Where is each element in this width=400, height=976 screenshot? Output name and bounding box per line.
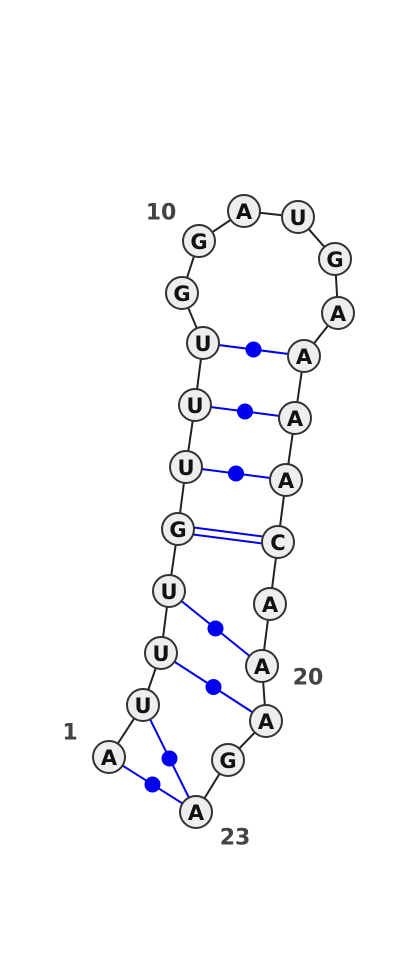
nucleotide-circle — [144, 636, 178, 670]
nucleotide-circle — [169, 450, 203, 484]
nucleotide-letter: U — [177, 456, 194, 480]
nucleotide-16: A — [278, 401, 312, 435]
nucleotide-letter: A — [254, 655, 271, 679]
nucleotide-14: A — [321, 296, 355, 330]
wobble-pair-dot — [245, 341, 262, 358]
nucleotide-letter: A — [188, 801, 205, 825]
nucleotide-letter: A — [287, 407, 304, 431]
nucleotide-circle — [186, 326, 220, 360]
nucleotide-letter: U — [160, 580, 177, 604]
nucleotide-circle — [318, 242, 352, 276]
nucleotide-circle — [179, 795, 213, 829]
nucleotide-circle — [178, 388, 212, 422]
nucleotide-15: A — [287, 339, 321, 373]
nucleotide-10: G — [182, 224, 216, 258]
position-label-23: 23 — [220, 826, 251, 851]
nucleotide-circle — [245, 649, 279, 683]
wobble-pair-dot — [207, 620, 224, 637]
nucleotide-circle — [165, 276, 199, 310]
nucleotide-letter: A — [101, 746, 118, 770]
nucleotide-letter: U — [194, 332, 211, 356]
nucleotide-18: C — [261, 525, 295, 559]
nucleotide-circle — [287, 339, 321, 373]
nucleotide-21: A — [249, 704, 283, 738]
base-pair-2-23 — [142, 704, 197, 813]
base-pair-5-18 — [177, 524, 279, 547]
nucleotide-circle — [152, 574, 186, 608]
watson-crick-bond-line — [178, 524, 279, 540]
nucleotide-22: G — [211, 743, 245, 777]
nucleotide-letter: A — [236, 200, 253, 224]
nucleotide-letter: A — [262, 593, 279, 617]
nucleotide-1: A — [92, 740, 126, 774]
nucleotide-circle — [161, 512, 195, 546]
nucleotide-6: U — [169, 450, 203, 484]
position-label-layer: 1 10 20 23 — [62, 201, 323, 851]
nucleotide-circle — [211, 743, 245, 777]
nucleotide-13: G — [318, 242, 352, 276]
nucleotide-7: U — [178, 388, 212, 422]
position-label-1: 1 — [62, 721, 77, 746]
watson-crick-bond-line — [177, 531, 278, 547]
nucleotide-circle — [126, 688, 160, 722]
nucleotide-circle — [261, 525, 295, 559]
nucleotide-19: A — [253, 587, 287, 621]
nucleotide-11: A — [227, 194, 261, 228]
nucleotide-circle — [321, 296, 355, 330]
nucleotide-2: U — [126, 688, 160, 722]
nucleotide-4: U — [152, 574, 186, 608]
nucleotide-letter: A — [330, 302, 347, 326]
nucleotide-letter: A — [278, 469, 295, 493]
nucleotide-letter: G — [326, 248, 343, 272]
nucleotide-letter: G — [190, 230, 207, 254]
nucleotide-letter: C — [270, 531, 285, 555]
wobble-pair-dot — [161, 750, 178, 767]
wobble-pair-dot — [237, 403, 253, 420]
base-pair-3-21 — [160, 652, 267, 722]
nucleotide-letter: U — [186, 394, 203, 418]
nucleotide-5: G — [161, 512, 195, 546]
nucleotide-letter: U — [289, 206, 306, 230]
nucleotide-circle — [269, 463, 303, 497]
wobble-pair-dot — [205, 679, 222, 695]
base-pair-1-24 — [108, 756, 197, 813]
nucleotide-circle — [92, 740, 126, 774]
nucleotide-circle — [182, 224, 216, 258]
nucleotide-letter: U — [152, 642, 169, 666]
nucleotide-circle — [278, 401, 312, 435]
nucleotide-circle — [249, 704, 283, 738]
nucleotide-17: A — [269, 463, 303, 497]
nucleotide-letter: G — [173, 282, 190, 306]
nucleotide-8: U — [186, 326, 220, 360]
nucleotide-23: A — [179, 795, 213, 829]
nucleotide-20: A — [245, 649, 279, 683]
nucleotide-circle — [227, 194, 261, 228]
wobble-pair-dot — [144, 776, 161, 793]
nucleotide-12: U — [281, 200, 315, 234]
nucleotide-circle — [253, 587, 287, 621]
base-pair-4-20 — [168, 590, 263, 667]
nucleotide-3: U — [144, 636, 178, 670]
nucleotide-letter: G — [169, 518, 186, 542]
nucleotide-letter: A — [296, 345, 313, 369]
nucleotide-letter: A — [258, 710, 275, 734]
position-label-20: 20 — [293, 666, 324, 691]
nucleotide-letter: U — [134, 694, 151, 718]
wobble-pair-dot — [228, 465, 244, 482]
nucleotide-letter: G — [219, 749, 236, 773]
nucleotide-circle — [281, 200, 315, 234]
position-label-10: 10 — [146, 201, 177, 226]
nucleotide-9: G — [165, 276, 199, 310]
